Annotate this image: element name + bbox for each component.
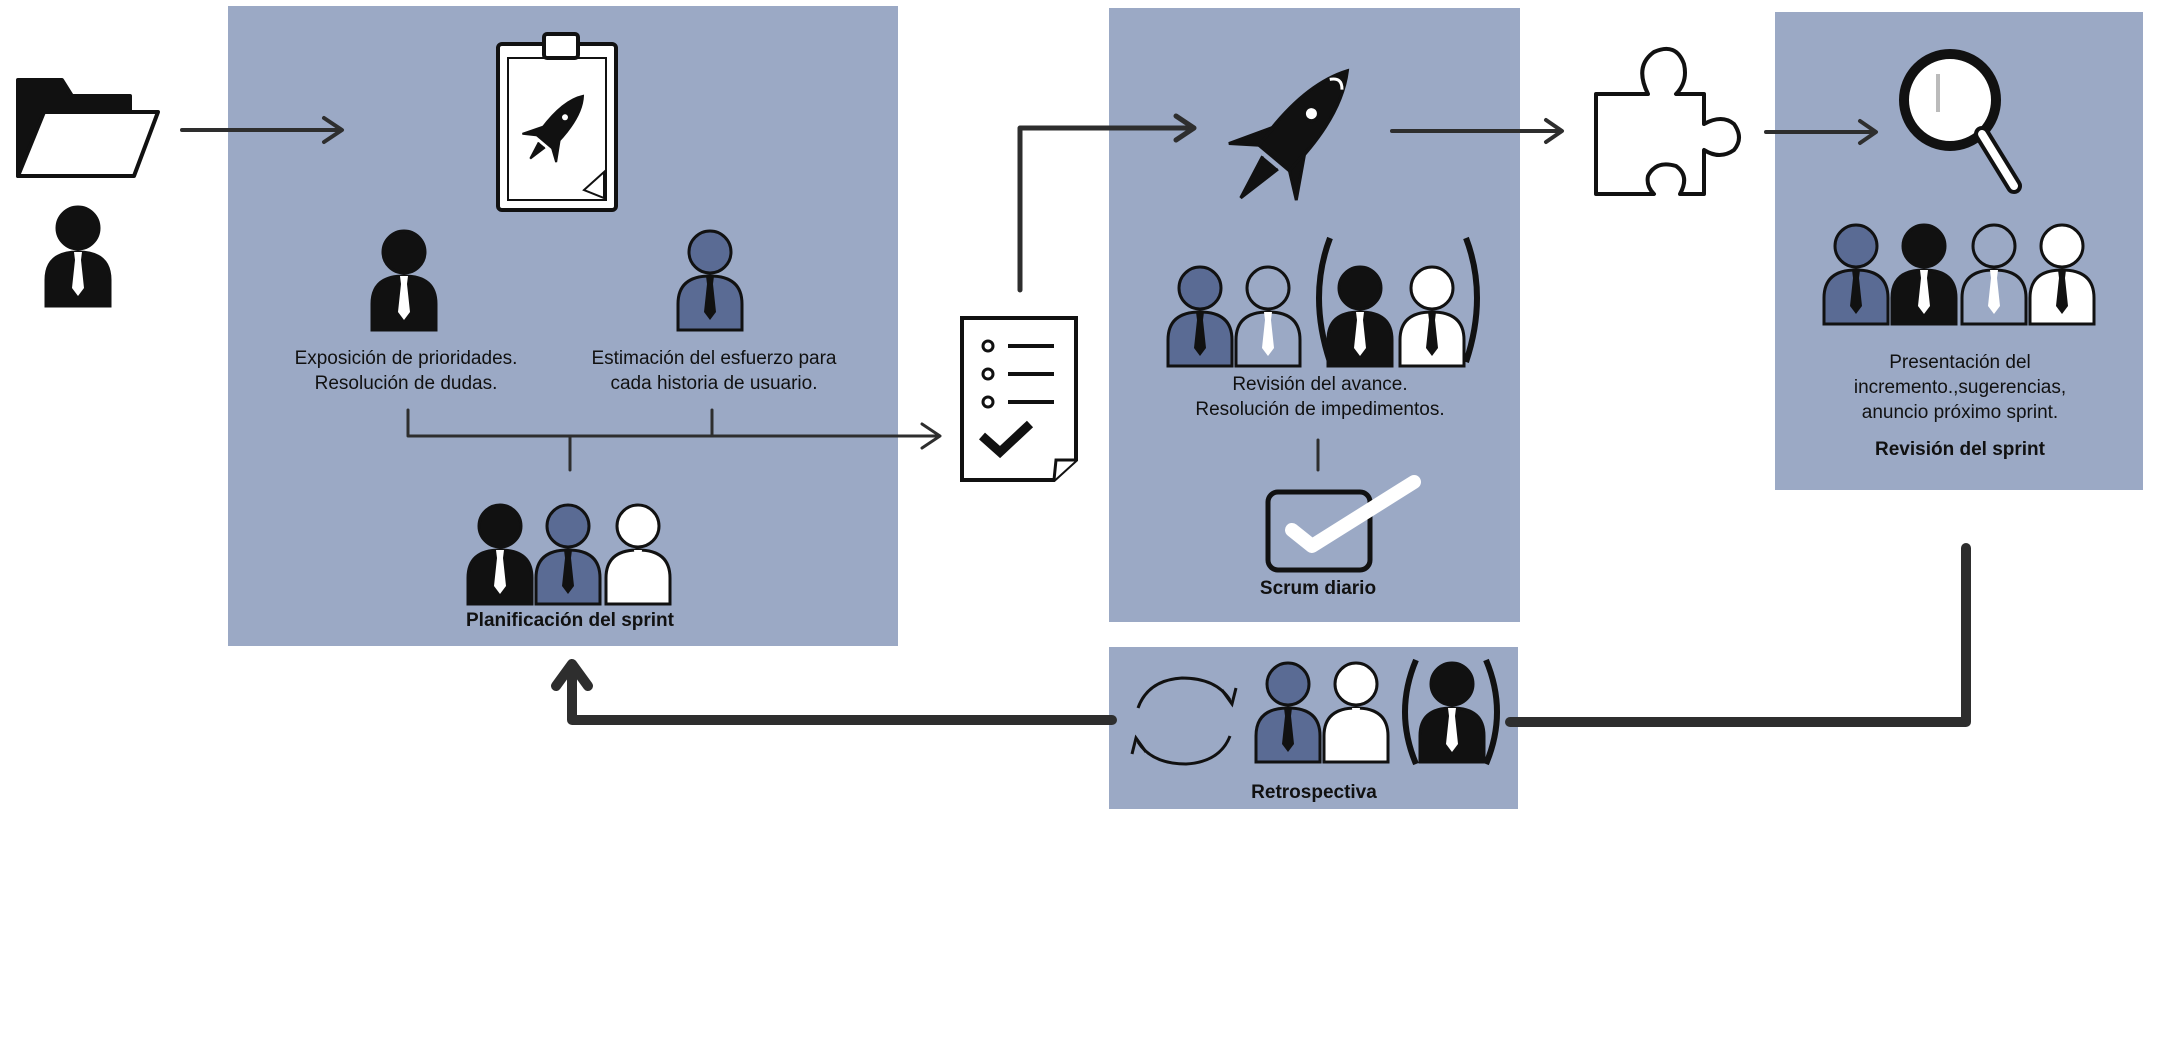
- retro-team-figures: [1254, 658, 1500, 766]
- planning-note-left-line1: Exposición de prioridades.: [294, 348, 518, 369]
- arrow-puzzle-to-review: [1764, 119, 1878, 145]
- cycle-arrows-icon: [1130, 676, 1238, 766]
- planning-note-right: Estimación del esfuerzo para cada histor…: [574, 346, 854, 396]
- review-note-line2: incremento.,sugerencias,: [1853, 377, 2067, 398]
- planning-note-right-line2: cada historia de usuario.: [610, 373, 818, 394]
- planning-title: Planificación del sprint: [466, 610, 674, 631]
- review-note-line3: anuncio próximo sprint.: [1861, 402, 2059, 423]
- planning-bracket: [406, 408, 942, 472]
- folder-icon: [16, 78, 160, 178]
- arrow-rocket-to-puzzle: [1390, 118, 1564, 144]
- daily-team-figures: [1166, 236, 1480, 368]
- daily-note: Revisión del avance. Resolución de imped…: [1150, 372, 1490, 422]
- figure-product-owner-planning: [370, 229, 438, 332]
- planning-note-left-line2: Resolución de dudas.: [314, 373, 498, 394]
- planning-group-figures: [466, 503, 672, 606]
- clipboard-rocket-icon: [496, 32, 618, 212]
- flow-arrows: [180, 113, 1971, 727]
- review-title: Revisión del sprint: [1875, 439, 2045, 460]
- retro-return-loop: [551, 543, 1971, 727]
- planning-note-right-line1: Estimación del esfuerzo para: [591, 348, 837, 369]
- review-note-line1: Presentación del: [1889, 352, 2031, 373]
- planning-note-left: Exposición de prioridades. Resolución de…: [268, 346, 544, 396]
- rocket-icon: [1228, 68, 1350, 201]
- arrow-folder-to-planning: [180, 116, 344, 144]
- sprint-backlog-document-icon: [960, 316, 1078, 482]
- review-team-figures: [1822, 223, 2096, 326]
- daily-title: Scrum diario: [1259, 578, 1377, 599]
- figure-team-planning: [676, 229, 744, 332]
- daily-note-line2: Resolución de impedimentos.: [1195, 399, 1445, 420]
- retro-title: Retrospectiva: [1251, 782, 1377, 803]
- checkbox-icon: [1265, 475, 1421, 573]
- puzzle-piece-icon: [1594, 47, 1741, 196]
- product-owner-icon: [44, 205, 112, 308]
- magnifier-icon: [1899, 49, 2022, 194]
- daily-note-line1: Revisión del avance.: [1232, 374, 1408, 395]
- review-note: Presentación del incremento.,sugerencias…: [1810, 350, 2110, 425]
- arrow-backlog-to-sprint: [1017, 113, 1197, 293]
